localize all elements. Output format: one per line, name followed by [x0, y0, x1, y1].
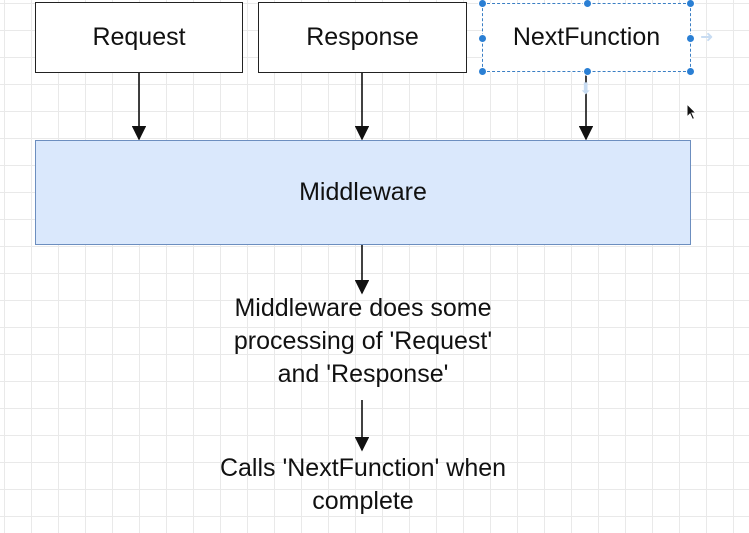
resize-handle-top-left[interactable] [478, 0, 487, 8]
nextfunction-node-label: NextFunction [512, 23, 661, 51]
response-node-label: Response [306, 23, 419, 51]
resize-handle-right[interactable] [686, 33, 695, 43]
request-node[interactable]: Request [35, 2, 243, 73]
arrow-right-icon[interactable]: ➜ [700, 29, 714, 46]
calls-note[interactable]: Calls 'NextFunction' when complete [219, 454, 507, 515]
middleware-node[interactable]: Middleware [35, 140, 691, 245]
nextfunction-node[interactable]: NextFunction [478, 0, 695, 76]
resize-handle-top-right[interactable] [686, 0, 695, 8]
resize-handle-top[interactable] [582, 0, 592, 8]
resize-handle-bottom-right[interactable] [686, 67, 695, 76]
resize-handle-bottom-left[interactable] [478, 67, 487, 76]
middleware-node-label: Middleware [299, 178, 427, 206]
mouse-pointer-icon [686, 103, 698, 121]
resize-handle-bottom[interactable] [582, 67, 592, 76]
request-node-label: Request [92, 23, 186, 51]
arrow-down-icon[interactable]: ⬇ [579, 81, 593, 98]
response-node[interactable]: Response [258, 2, 467, 73]
processing-note[interactable]: Middleware does some processing of 'Requ… [233, 294, 493, 388]
resize-handle-left[interactable] [478, 33, 487, 43]
